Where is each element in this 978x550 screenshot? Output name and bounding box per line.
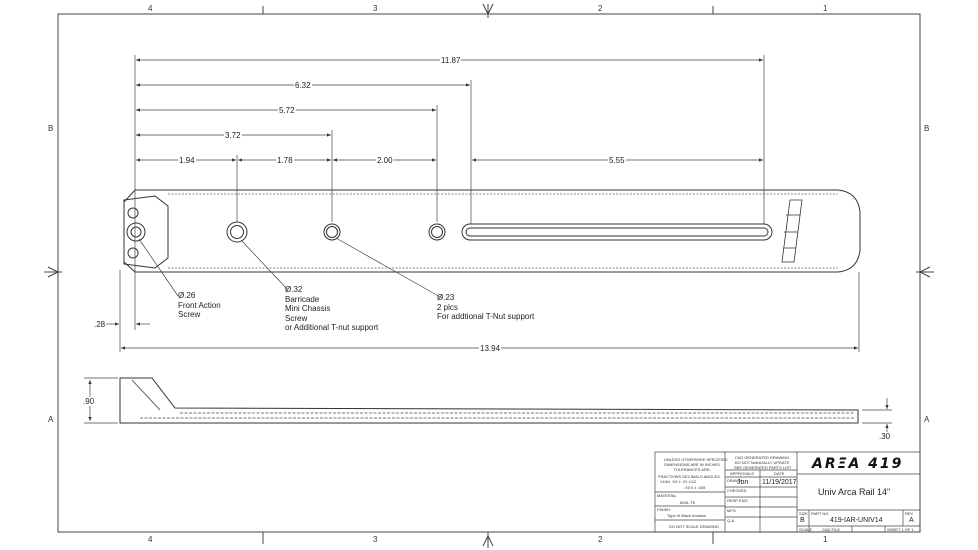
rail-top-view <box>123 189 861 273</box>
title-block-lines <box>654 451 921 533</box>
drawing-title: Univ Arca Rail 14" <box>818 487 891 497</box>
dim-thickness: .30 <box>878 432 892 441</box>
zone-top-2: 2 <box>598 4 603 13</box>
sheet-label: SHEET 1 OF 1 <box>887 527 914 532</box>
dim-front-offset: .28 <box>93 320 107 329</box>
part-no-label: PART NO. <box>811 511 830 516</box>
date-label: DATE <box>774 471 785 476</box>
zone-bottom-3: 3 <box>373 535 378 544</box>
approvals-label: APPROVALS <box>730 471 754 476</box>
rev-label: REV <box>905 511 914 516</box>
rev-value: A <box>909 517 914 524</box>
tolerance-values: ±1/64 .XX ± .01 ±1/2 <box>660 479 697 484</box>
tolerance-header: FRACTIONS DECIMALS ANGLES <box>658 474 720 479</box>
zone-top-3: 3 <box>373 4 378 13</box>
dim-first-hole: 1.94 <box>178 156 196 165</box>
drawing-border <box>46 6 932 544</box>
finish-label: FINISH <box>657 507 671 512</box>
qa-label: Q.A. <box>727 518 736 523</box>
checked-label: CHECKED <box>727 488 747 493</box>
company-logo: ARΞA 419 <box>812 456 904 472</box>
dim-hole-spacing-1: 1.78 <box>276 156 294 165</box>
drawn-label: DRAWN <box>727 478 742 483</box>
center-marks <box>44 3 934 548</box>
finish-value: Type III Black Anodize <box>667 513 707 518</box>
zone-top-4: 4 <box>148 4 153 13</box>
part-no-value: 419-IAR-UNIV14 <box>830 517 883 524</box>
dim-second-hole: 3.72 <box>224 131 242 140</box>
mfg-label: MFG <box>727 508 736 513</box>
zone-bottom-1: 1 <box>823 535 828 544</box>
zone-bottom-4: 4 <box>148 535 153 544</box>
callout-tnut-support: Ø.23 2 plcs For addtional T-Nut support <box>437 293 535 321</box>
callout-barricade-screw: Ø.32 Barricade Mini Chassis Screw or Add… <box>285 285 379 332</box>
resp-eng-label: RESP ENG <box>727 498 748 503</box>
cad-note: CAD GENERATED DRAWING DO NOT MANUALLY UP… <box>734 455 792 470</box>
material-label: MATERIAL <box>657 493 677 498</box>
scale-note: DO NOT SCALE DRAWING <box>669 524 720 529</box>
dim-slot-start: 6.32 <box>294 81 312 90</box>
scale-label: SCALE <box>799 527 813 532</box>
side-dimension-lines <box>84 377 892 435</box>
zone-bottom-2: 2 <box>598 535 603 544</box>
zone-left-a: A <box>48 415 54 424</box>
drawn-by: Jon <box>737 479 749 486</box>
dim-hole-spacing-2: 2.00 <box>376 156 394 165</box>
dim-third-hole: 5.72 <box>278 106 296 115</box>
size-label: SIZE <box>799 511 808 516</box>
dim-slot-length: 5.55 <box>608 156 626 165</box>
rail-side-view <box>119 377 859 424</box>
material-value: 6061-T6 <box>680 500 695 505</box>
dim-overall-slot-end: 11.87 <box>440 56 462 65</box>
zone-top-1: 1 <box>823 4 828 13</box>
drawn-date: 11/19/2017 <box>762 479 797 486</box>
tolerance-values-2: .XXX ± .005 <box>684 485 706 490</box>
tolerance-note: UNLESS OTHERWISE SPECIFIED DIMENSIONS AR… <box>664 457 728 472</box>
dim-overall-length: 13.94 <box>479 344 502 353</box>
rail-logo-engraving <box>781 199 803 263</box>
zone-right-a: A <box>924 415 930 424</box>
dim-height: .90 <box>82 397 96 406</box>
callout-front-action-screw: Ø.26 Front Action Screw <box>178 291 221 319</box>
zone-left-b: B <box>48 124 54 133</box>
zone-right-b: B <box>924 124 930 133</box>
size-value: B <box>800 517 805 524</box>
cad-file-label: CAD FILE <box>822 527 841 532</box>
